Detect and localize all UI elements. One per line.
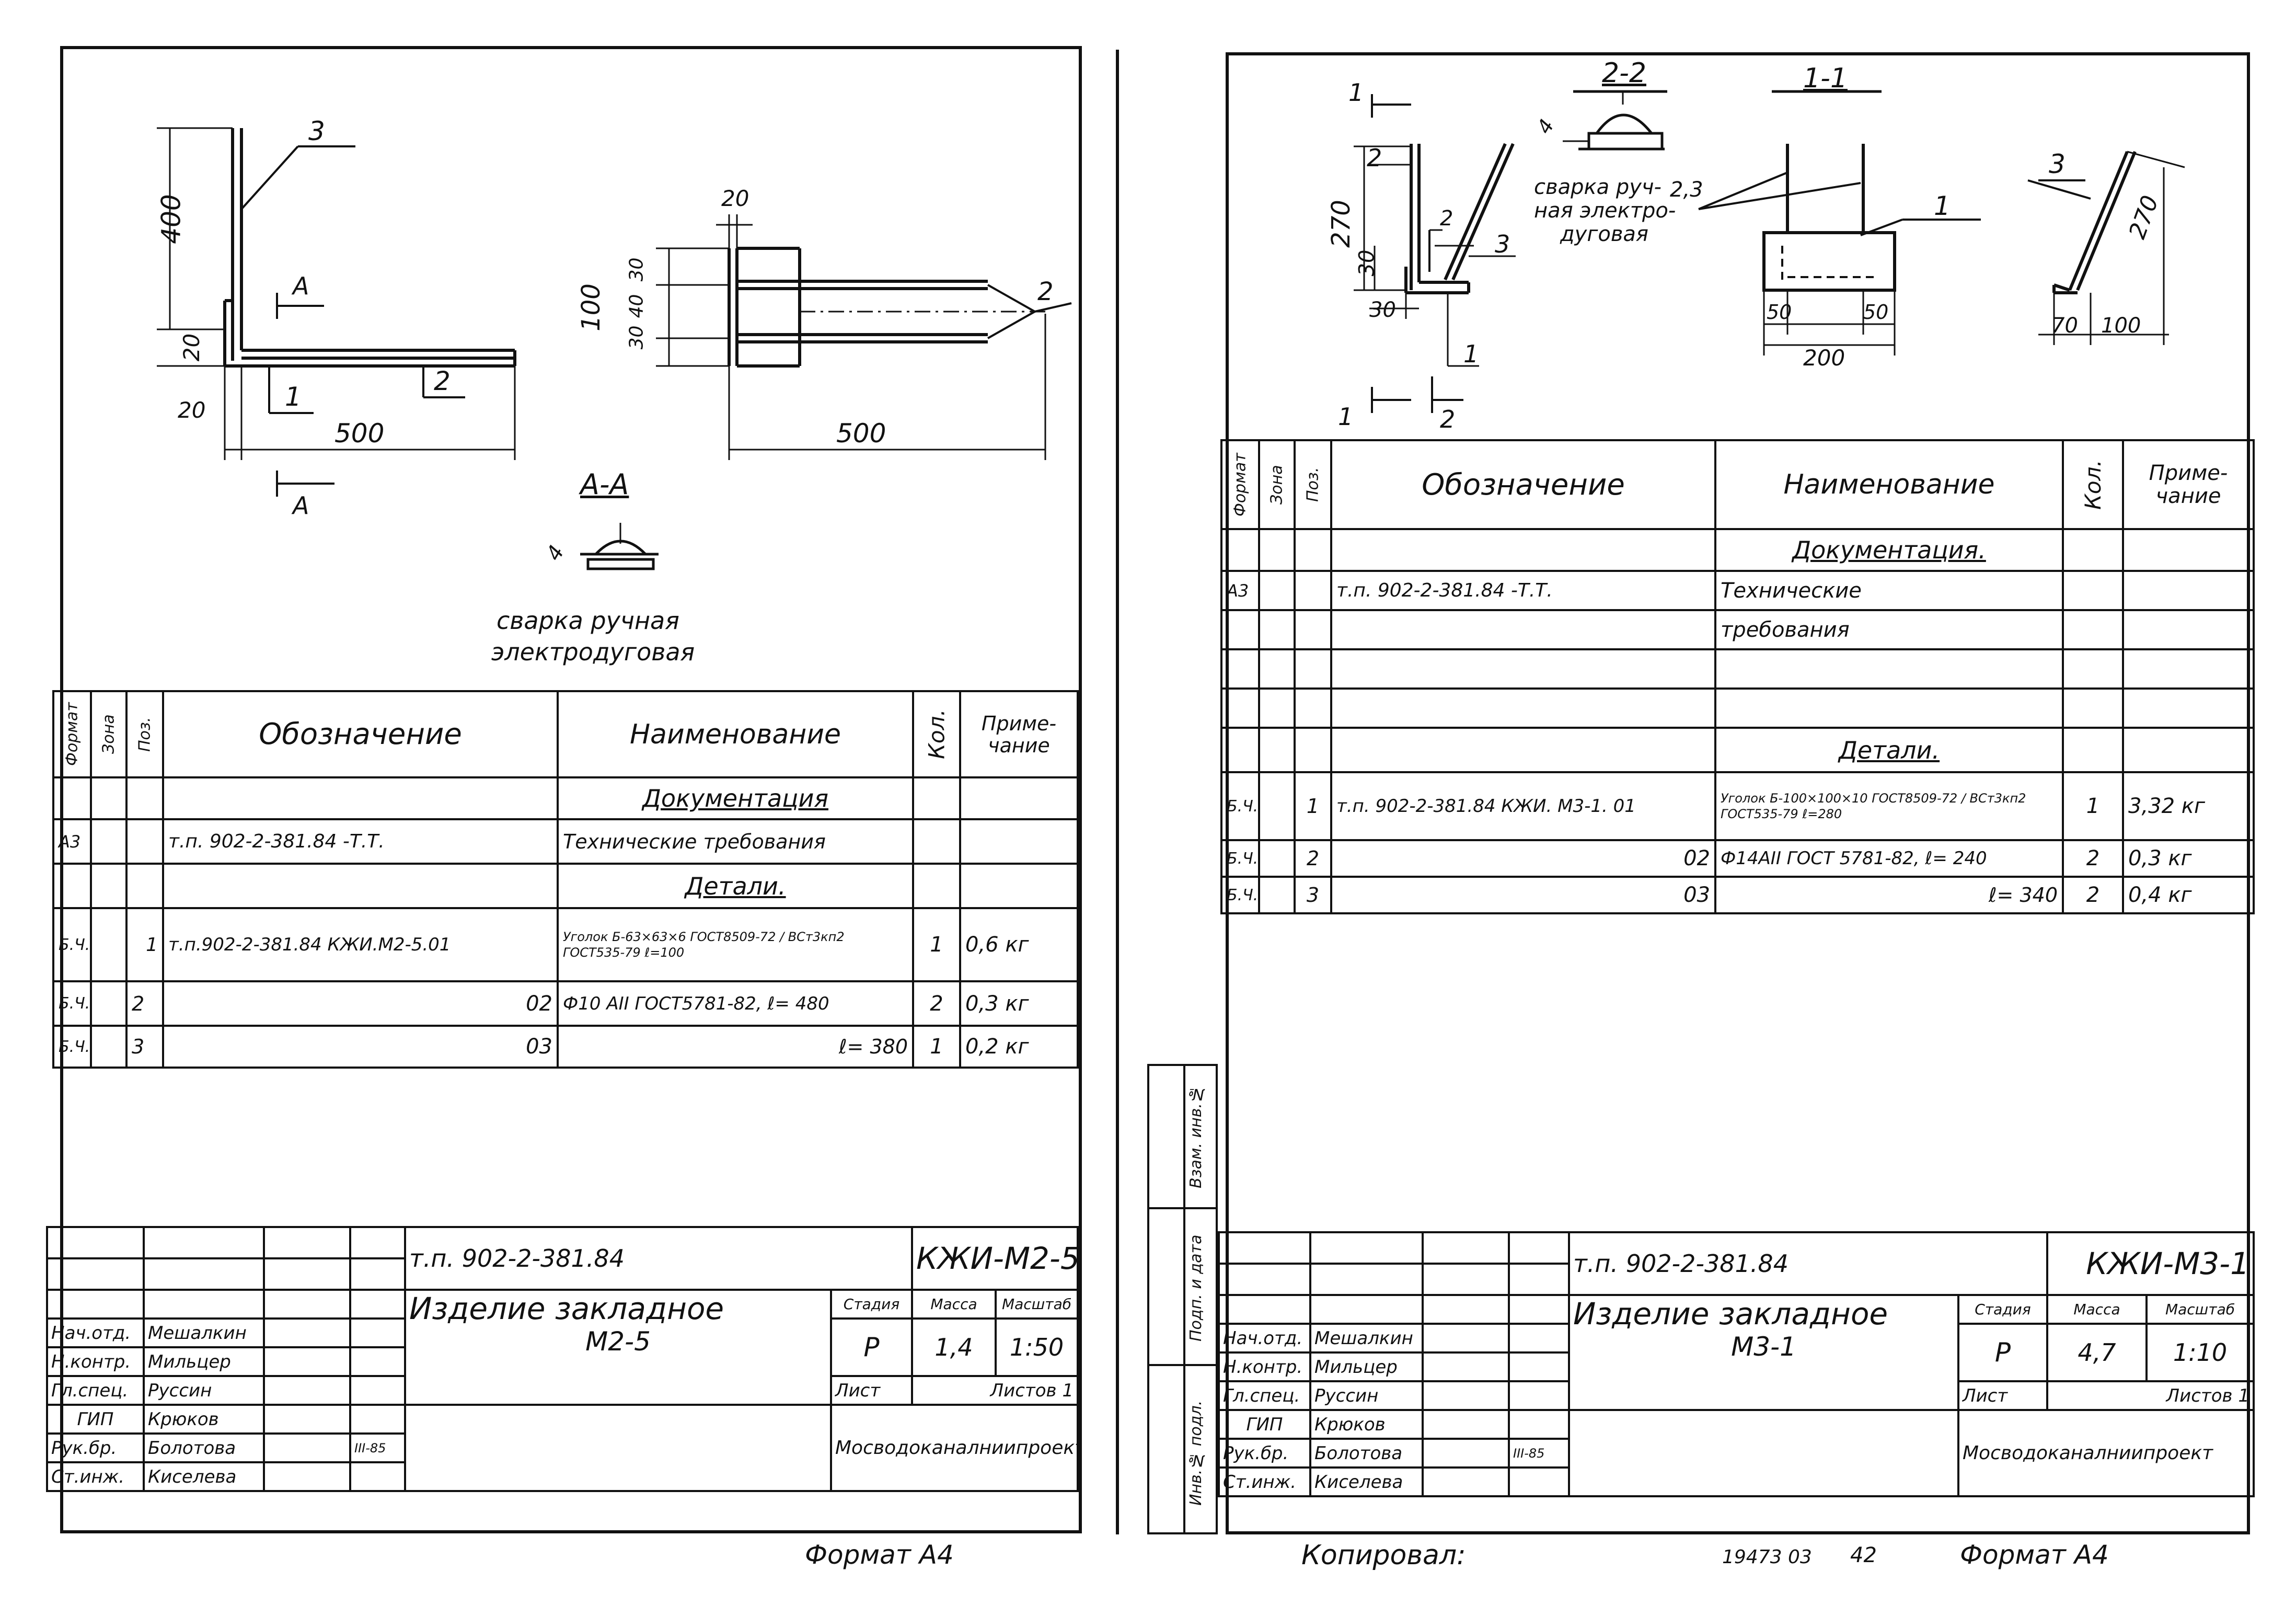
section-mark-a-top: А	[293, 272, 309, 300]
left-footer-format: Формат А4	[805, 1540, 954, 1570]
table-row: Документация	[52, 776, 1079, 820]
rh-format: Формат	[1221, 440, 1259, 529]
right-code: т.п. 902-2-381.84	[1568, 1231, 2048, 1296]
footer-number: 19473 03	[1722, 1546, 1812, 1568]
rh-zone: Зона	[1259, 440, 1295, 529]
right-footer-format: Формат А4	[1960, 1540, 2109, 1570]
side-inv: Инв.№ подл.	[1187, 1400, 1205, 1506]
section-mark-a-bottom: А	[293, 491, 309, 520]
pos-2-plan: 2	[1037, 277, 1054, 306]
right-section11	[1698, 90, 1981, 356]
weld-note-r3: дуговая	[1560, 222, 1648, 246]
lh-format: Формат	[53, 691, 91, 777]
dim-20-vertical: 20	[179, 333, 205, 362]
table-row: требования	[1220, 609, 2255, 650]
right-side-view	[2027, 151, 2185, 345]
pos-1-section: 1	[1934, 191, 1951, 221]
dim-50-b: 50	[1863, 301, 1889, 324]
rh-note: Приме-чание	[2122, 439, 2255, 530]
lh-designation: Обозначение	[162, 690, 559, 778]
left-angle-drawing	[157, 127, 516, 497]
section-mark-1: 1	[1338, 403, 1354, 431]
dim-40: 40	[626, 294, 648, 318]
right-spec-table: Формат Зона Поз. Обозначение Наименовани…	[1220, 439, 2255, 914]
dim-20-horizontal: 20	[178, 397, 206, 423]
weld-note-line2: электродуговая	[491, 638, 695, 666]
pos-2-3-label: 2,3	[1670, 178, 1703, 202]
lh-qty: Кол.	[913, 691, 960, 777]
right-main-drawing	[1354, 94, 1516, 413]
dim-200: 200	[1803, 345, 1845, 371]
table-row	[1220, 687, 2255, 729]
sheet-divider	[1116, 50, 1119, 1534]
rh-qty: Кол.	[2063, 440, 2123, 529]
right-section22	[1563, 90, 1667, 151]
left-mark: КЖИ-М2-5	[911, 1226, 1079, 1291]
dim-30-a: 30	[626, 257, 648, 282]
rh-name: Наименование	[1714, 439, 2064, 530]
dim-500: 500	[334, 418, 385, 449]
table-row: Детали.	[1220, 727, 2255, 773]
dim-30-b: 30	[626, 325, 648, 350]
right-mark: КЖИ-М3-1	[2046, 1231, 2255, 1296]
left-weld-symbol	[580, 523, 659, 570]
lh-zone: Зона	[91, 691, 126, 777]
pos-3-main: 3	[1495, 230, 1510, 258]
pos-2-main: 2	[1367, 144, 1382, 172]
pos-1-label: 1	[285, 382, 302, 412]
pos-3-side: 3	[2049, 149, 2066, 179]
pos-3-label: 3	[308, 116, 325, 146]
table-row	[1220, 648, 2255, 690]
left-code: т.п. 902-2-381.84	[404, 1226, 913, 1291]
section-a-a-title: А-А	[580, 468, 629, 501]
pos-1-leader: 1	[1463, 340, 1479, 368]
footer-page: 42	[1850, 1543, 1877, 1567]
section-2-2-title: 2-2	[1602, 58, 1646, 89]
pos-2-label: 2	[434, 366, 451, 396]
left-spec-table: Формат Зона Поз. Обозначение Наименовани…	[52, 690, 1079, 1069]
table-row: Детали.	[52, 863, 1079, 909]
lh-pos: Поз.	[126, 691, 163, 777]
dim-30-h: 30	[1369, 298, 1396, 322]
lh-note: Приме-чание	[959, 690, 1079, 778]
rh-designation: Обозначение	[1330, 439, 1716, 530]
table-row: Документация.	[1220, 528, 2255, 572]
rh-pos: Поз.	[1295, 440, 1331, 529]
dim-100-side: 100	[2101, 314, 2141, 338]
dim-400: 400	[156, 194, 187, 244]
pos-1-main: 1	[1348, 78, 1364, 107]
footer-copied: Копировал:	[1301, 1540, 1466, 1571]
dim-270-main: 270	[1326, 200, 1356, 248]
weld-note-r1: сварка руч-	[1534, 175, 1662, 199]
weld-note-r2: ная электро-	[1534, 199, 1676, 223]
side-stamp-column: Взам. инв.№ Подп. и дата Инв.№ подл.	[1147, 1064, 1218, 1534]
dim-500-plan: 500	[836, 418, 886, 449]
section-1-1-title: 1-1	[1803, 63, 1848, 94]
dim-70: 70	[2051, 314, 2078, 338]
side-podp: Подп. и дата	[1187, 1234, 1205, 1342]
section-mark-2: 2	[1440, 405, 1456, 433]
weld-note-line1: сварка ручная	[497, 606, 679, 635]
dim-50-a: 50	[1767, 301, 1792, 324]
dim-100: 100	[576, 283, 606, 331]
lh-name: Наименование	[557, 690, 914, 778]
side-vzam: Взам. инв.№	[1187, 1085, 1205, 1188]
dim-20-top: 20	[721, 186, 749, 211]
pos-2-inner: 2	[1440, 207, 1453, 231]
dim-30-v: 30	[1355, 249, 1379, 277]
left-plan-drawing	[656, 214, 1072, 460]
